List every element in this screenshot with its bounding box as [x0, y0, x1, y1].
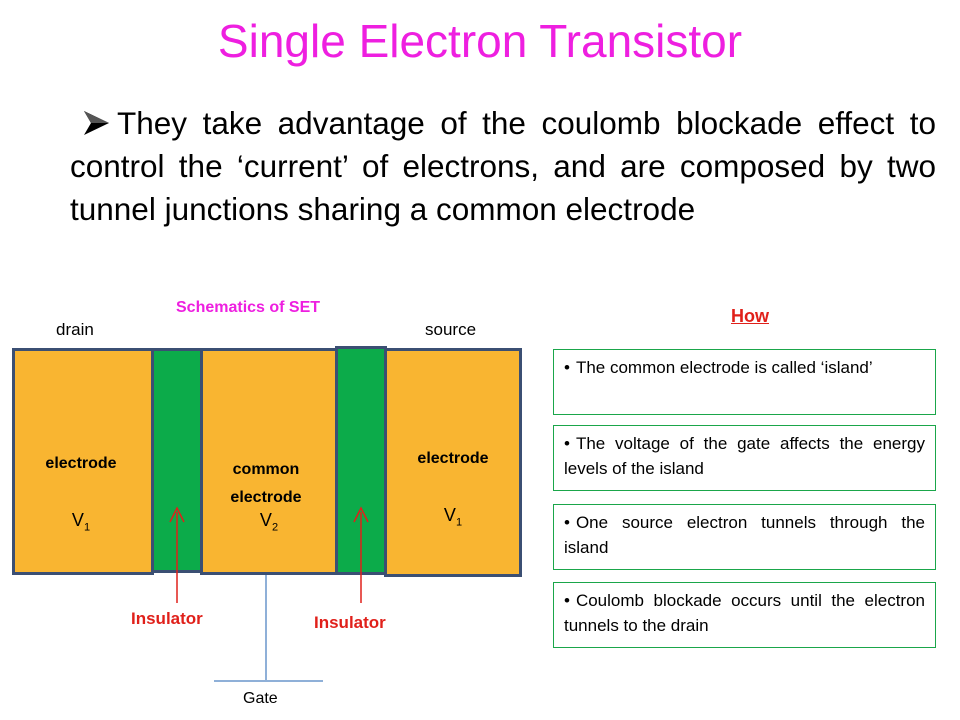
- how-item: •The voltage of the gate affects the ene…: [553, 425, 936, 491]
- right-electrode-label: electrode: [417, 450, 489, 467]
- bullet-dot-icon: •: [564, 358, 570, 377]
- arrow-bullet-icon: [84, 111, 109, 135]
- how-item: •One source electron tunnels through the…: [553, 504, 936, 570]
- bullet-text: They take advantage of the coulomb block…: [70, 105, 936, 227]
- insulator-right-label: Insulator: [314, 613, 386, 632]
- gate-label: Gate: [243, 690, 278, 707]
- how-item: •The common electrode is called ‘island’: [553, 349, 936, 415]
- left-electrode-label: electrode: [45, 455, 117, 472]
- insulator-left-label: Insulator: [131, 609, 203, 628]
- bullet-dot-icon: •: [564, 513, 570, 532]
- bullet-dot-icon: •: [564, 434, 570, 453]
- how-heading: How: [731, 306, 769, 326]
- right-electrode-voltage: V1: [443, 505, 463, 529]
- how-item: •Coulomb blockade occurs until the elect…: [553, 582, 936, 648]
- bullet-dot-icon: •: [564, 591, 570, 610]
- schematic-heading: Schematics of SET: [176, 299, 321, 316]
- drain-label: drain: [56, 320, 94, 339]
- left-electrode-voltage: V1: [71, 510, 91, 534]
- source-label: source: [425, 320, 477, 339]
- page-title: Single Electron Transistor: [217, 15, 743, 67]
- common-electrode-voltage: V2: [259, 510, 279, 534]
- right-electrode: [384, 348, 522, 577]
